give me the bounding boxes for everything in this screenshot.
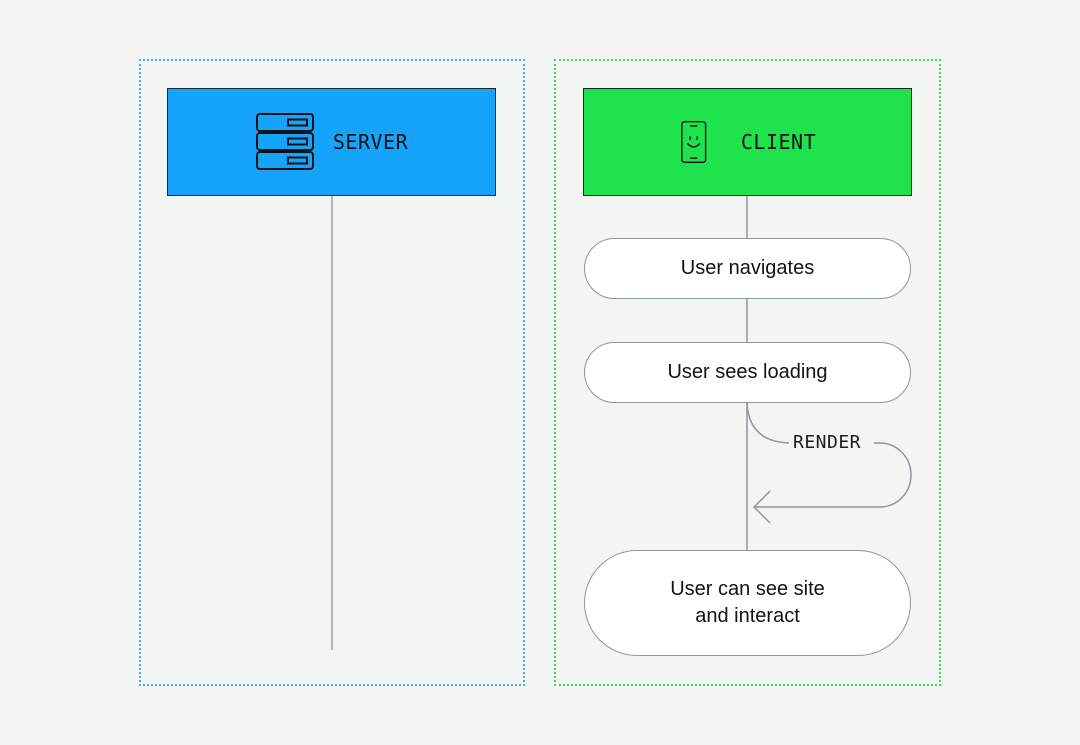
step-user-sees-loading: User sees loading [584, 342, 911, 403]
step-user-can-see-site: User can see site and interact [584, 550, 911, 656]
server-rack-icon [255, 113, 314, 170]
client-header: CLIENT [583, 88, 912, 196]
render-loop-arrowhead [752, 490, 771, 524]
smartphone-smiley-icon [680, 121, 707, 163]
client-panel [554, 59, 941, 686]
step-user-navigates: User navigates [584, 238, 911, 299]
server-header: SERVER [167, 88, 496, 196]
render-loop-path [746, 402, 912, 508]
render-loop-label: RENDER [789, 432, 866, 453]
server-label: SERVER [332, 130, 409, 154]
server-panel [139, 59, 525, 686]
client-label: CLIENT [740, 130, 817, 154]
